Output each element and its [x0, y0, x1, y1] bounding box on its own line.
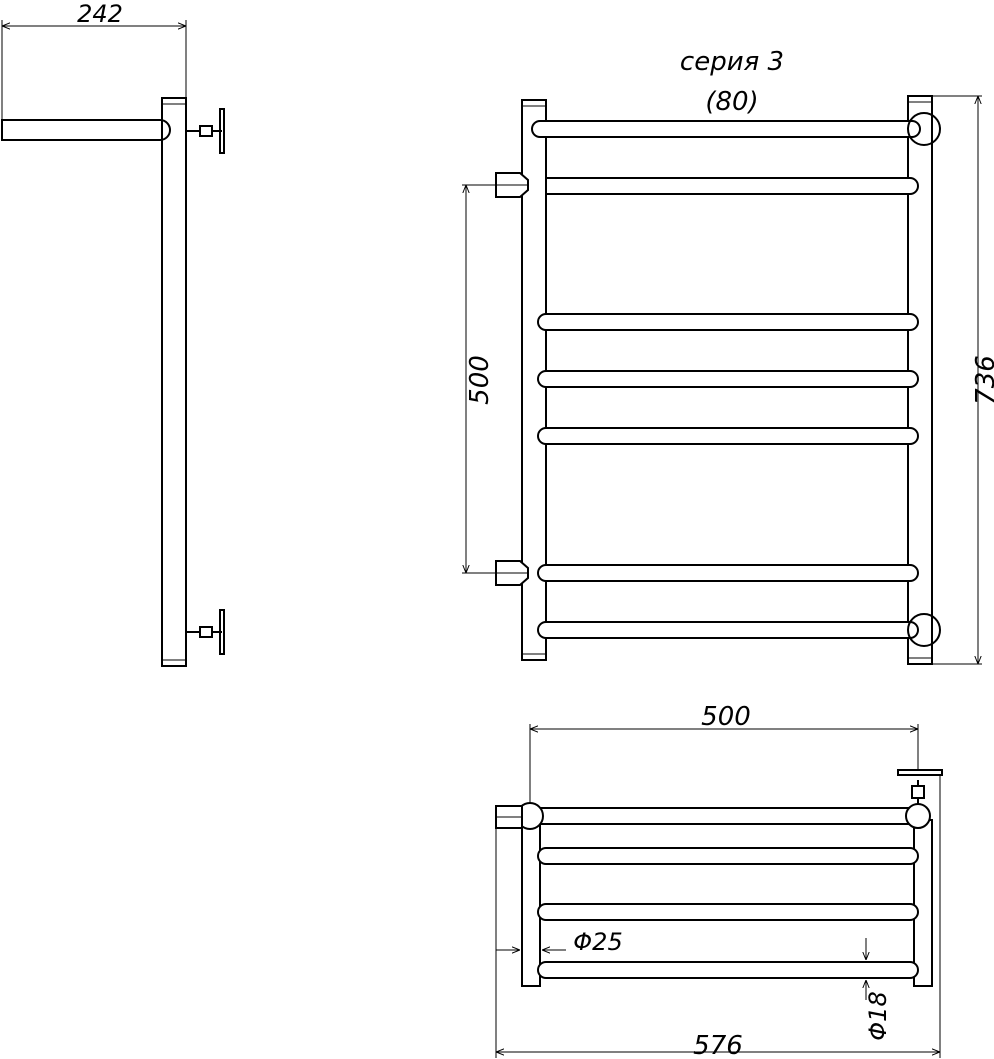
- front-rung-3: [537, 313, 919, 331]
- front-wall-mount-bottom: [907, 613, 941, 647]
- front-wall-mount-top: [907, 112, 941, 146]
- front-connection-nut-bottom: [495, 560, 529, 586]
- top-width-label: 500: [701, 702, 751, 732]
- height-label: 736: [971, 355, 994, 405]
- side-depth-label: 242: [77, 0, 123, 28]
- side-depth-dimension: 242: [1, 0, 187, 120]
- side-wall-bracket-top: [186, 108, 225, 154]
- side-view: 242: [1, 0, 225, 667]
- top-left-upright: [521, 819, 541, 987]
- top-overall-width-dimension: 576: [495, 775, 941, 1059]
- front-rung-7: [537, 621, 919, 639]
- overall-width-label: 576: [693, 1031, 743, 1059]
- top-upright-diameter-dimension: Φ25: [496, 928, 623, 956]
- top-view: 500 Φ25: [495, 702, 943, 1059]
- top-rungs: [529, 807, 919, 979]
- series-label: серия 3: [680, 47, 784, 77]
- series-sub-label: (80): [705, 87, 758, 117]
- side-wall-bracket-bottom: [186, 609, 225, 655]
- front-view: серия 3 (80): [462, 47, 994, 665]
- upright-diameter-label: Φ25: [573, 928, 622, 956]
- side-upright: [161, 97, 187, 667]
- front-height-dimension: 736: [932, 95, 994, 665]
- top-rung-diameter-dimension: Φ18: [864, 938, 892, 1041]
- side-top-bar: [1, 119, 171, 141]
- top-width-dimension: 500: [529, 702, 919, 810]
- front-rung-4: [537, 370, 919, 388]
- front-rung-6: [537, 564, 919, 582]
- front-connection-nut-top: [495, 172, 529, 198]
- rung-diameter-label: Φ18: [864, 991, 892, 1040]
- front-rung-2: [545, 177, 919, 195]
- top-connection-nut: [495, 805, 523, 829]
- top-right-coupling: [905, 803, 931, 829]
- front-rungs: [531, 120, 921, 639]
- top-right-upright: [913, 819, 933, 987]
- front-connection-distance-dimension: 500: [462, 184, 496, 574]
- connection-distance-label: 500: [465, 355, 495, 405]
- front-rung-1: [531, 120, 921, 138]
- front-rung-5: [537, 427, 919, 445]
- top-wall-bracket: [897, 769, 943, 804]
